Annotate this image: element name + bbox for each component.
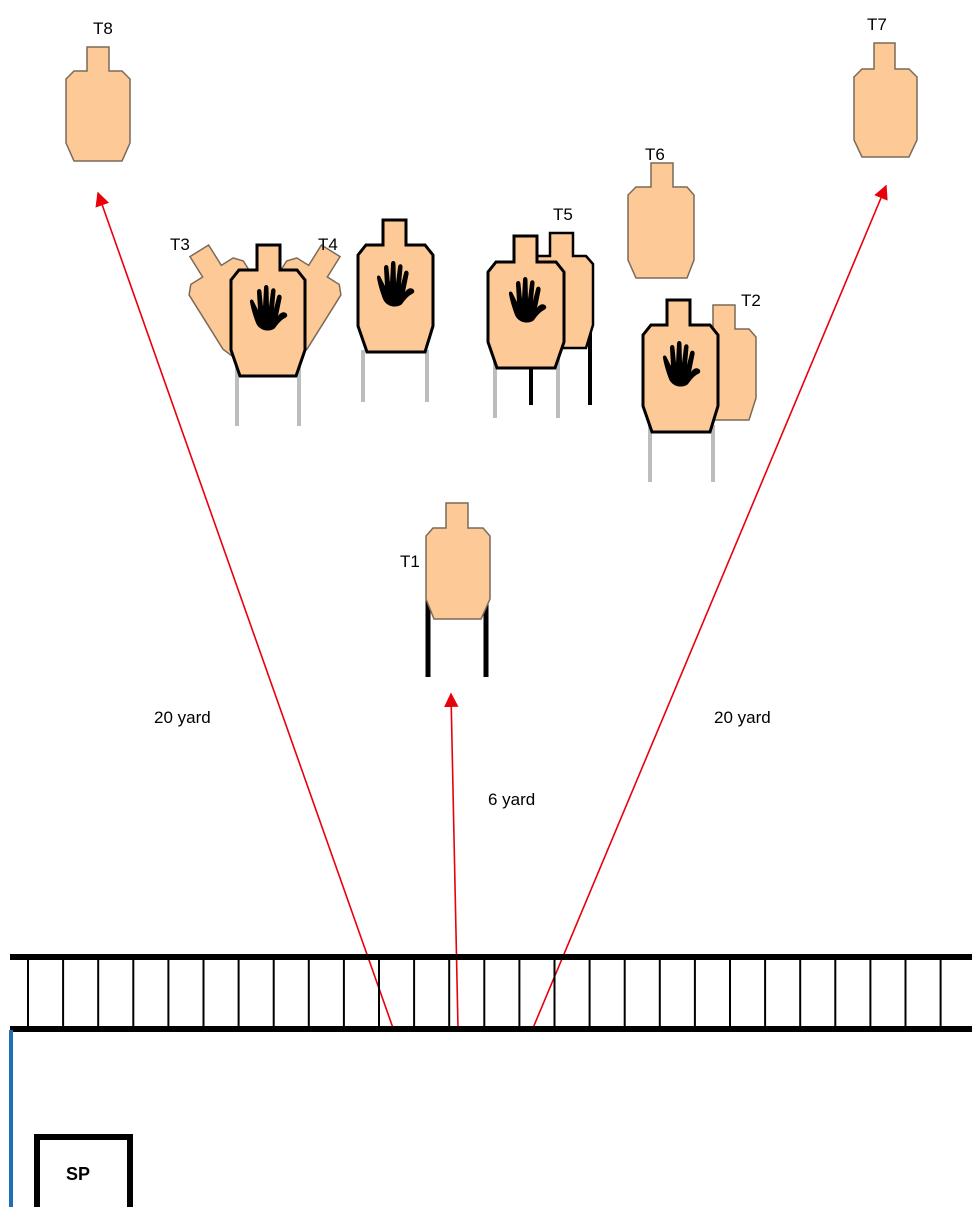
target-t1: T1: [400, 502, 491, 677]
arrow-to-t8: [95, 191, 394, 1029]
target-t8-body: [65, 46, 131, 162]
start-position-box: SP: [34, 1134, 133, 1207]
target-t2-label: T2: [741, 291, 761, 310]
arrow-to-t7: [532, 184, 888, 1029]
target-t4-label: T4: [318, 235, 338, 254]
target-t6: T6: [627, 145, 695, 279]
start-position-frame: [34, 1134, 133, 1207]
arrow-to-t1: [444, 692, 459, 1029]
distance-right-label: 20 yard: [714, 708, 771, 727]
noshoot-target-3: [486, 234, 566, 418]
target-t7-body: [853, 42, 918, 158]
noshoot-target-1: [229, 243, 307, 426]
target-t3-label: T3: [170, 235, 190, 254]
shooting-arrows: [95, 184, 888, 1029]
target-t7: T7: [853, 15, 918, 158]
target-t6-body: [627, 162, 695, 279]
start-position-label: SP: [66, 1164, 90, 1184]
target-t7-label: T7: [867, 15, 887, 34]
noshoot-target-2: [356, 218, 435, 402]
target-t5-label: T5: [553, 205, 573, 224]
noshoot-target-4: [641, 298, 720, 482]
target-t1-label: T1: [400, 552, 420, 571]
target-t8-label: T8: [93, 19, 113, 38]
barrier-fence: [10, 954, 972, 1032]
target-t1-body: [425, 502, 491, 620]
distance-left-label: 20 yard: [154, 708, 211, 727]
target-t8: T8: [65, 19, 131, 162]
target-t6-label: T6: [645, 145, 665, 164]
distance-center-label: 6 yard: [488, 790, 535, 809]
